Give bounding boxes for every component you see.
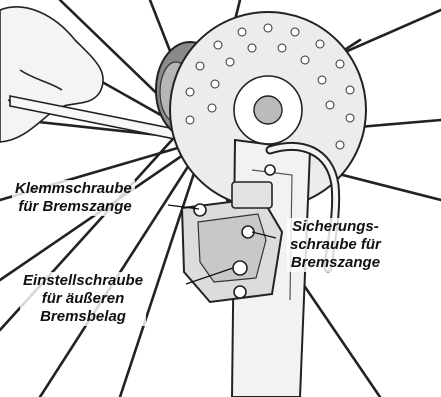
label-safety-screw: Sicherungs- schraube für Bremszange [287,218,384,272]
label-adjust-screw-line3: Bremsbelag [23,308,143,326]
label-clamp-screw: Klemmschraube für Bremszange [12,180,135,216]
label-safety-screw-line3: Bremszange [290,254,381,272]
label-safety-screw-line1: Sicherungs- [290,218,381,236]
label-adjust-screw-line1: Einstellschraube [23,272,143,290]
label-adjust-screw: Einstellschraube für äußeren Bremsbelag [20,272,146,326]
label-clamp-screw-line2: für Bremszange [15,198,132,216]
label-adjust-screw-line2: für äußeren [23,290,143,308]
label-clamp-screw-line1: Klemmschraube [15,180,132,198]
brake-caliper [182,182,282,302]
label-safety-screw-line2: schraube für [290,236,381,254]
